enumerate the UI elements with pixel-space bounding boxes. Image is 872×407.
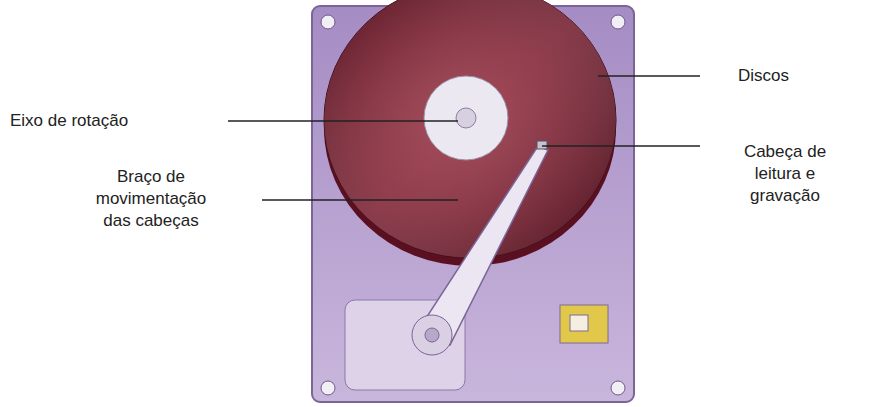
part-label: Cabeça de leitura e gravação xyxy=(730,141,840,207)
screw xyxy=(321,381,335,395)
screw xyxy=(611,381,625,395)
part-label: Discos xyxy=(738,65,848,87)
spindle-hub xyxy=(424,76,508,160)
arm-pivot xyxy=(425,328,439,342)
part-label: Eixo de rotação xyxy=(10,110,225,132)
spindle-center xyxy=(456,108,476,128)
leader-line xyxy=(542,145,700,147)
connector-chip xyxy=(560,305,608,343)
leader-line xyxy=(262,199,458,201)
disk-platter xyxy=(324,0,616,258)
screw xyxy=(321,15,335,29)
screw xyxy=(611,15,625,29)
part-label: Braço de movimentação das cabeças xyxy=(82,166,220,232)
leader-line xyxy=(228,120,458,122)
read-write-head xyxy=(537,141,547,149)
connector-chip xyxy=(570,315,588,331)
leader-line xyxy=(598,75,700,77)
arm-pivot xyxy=(412,315,452,355)
platter-sheen xyxy=(324,0,616,258)
